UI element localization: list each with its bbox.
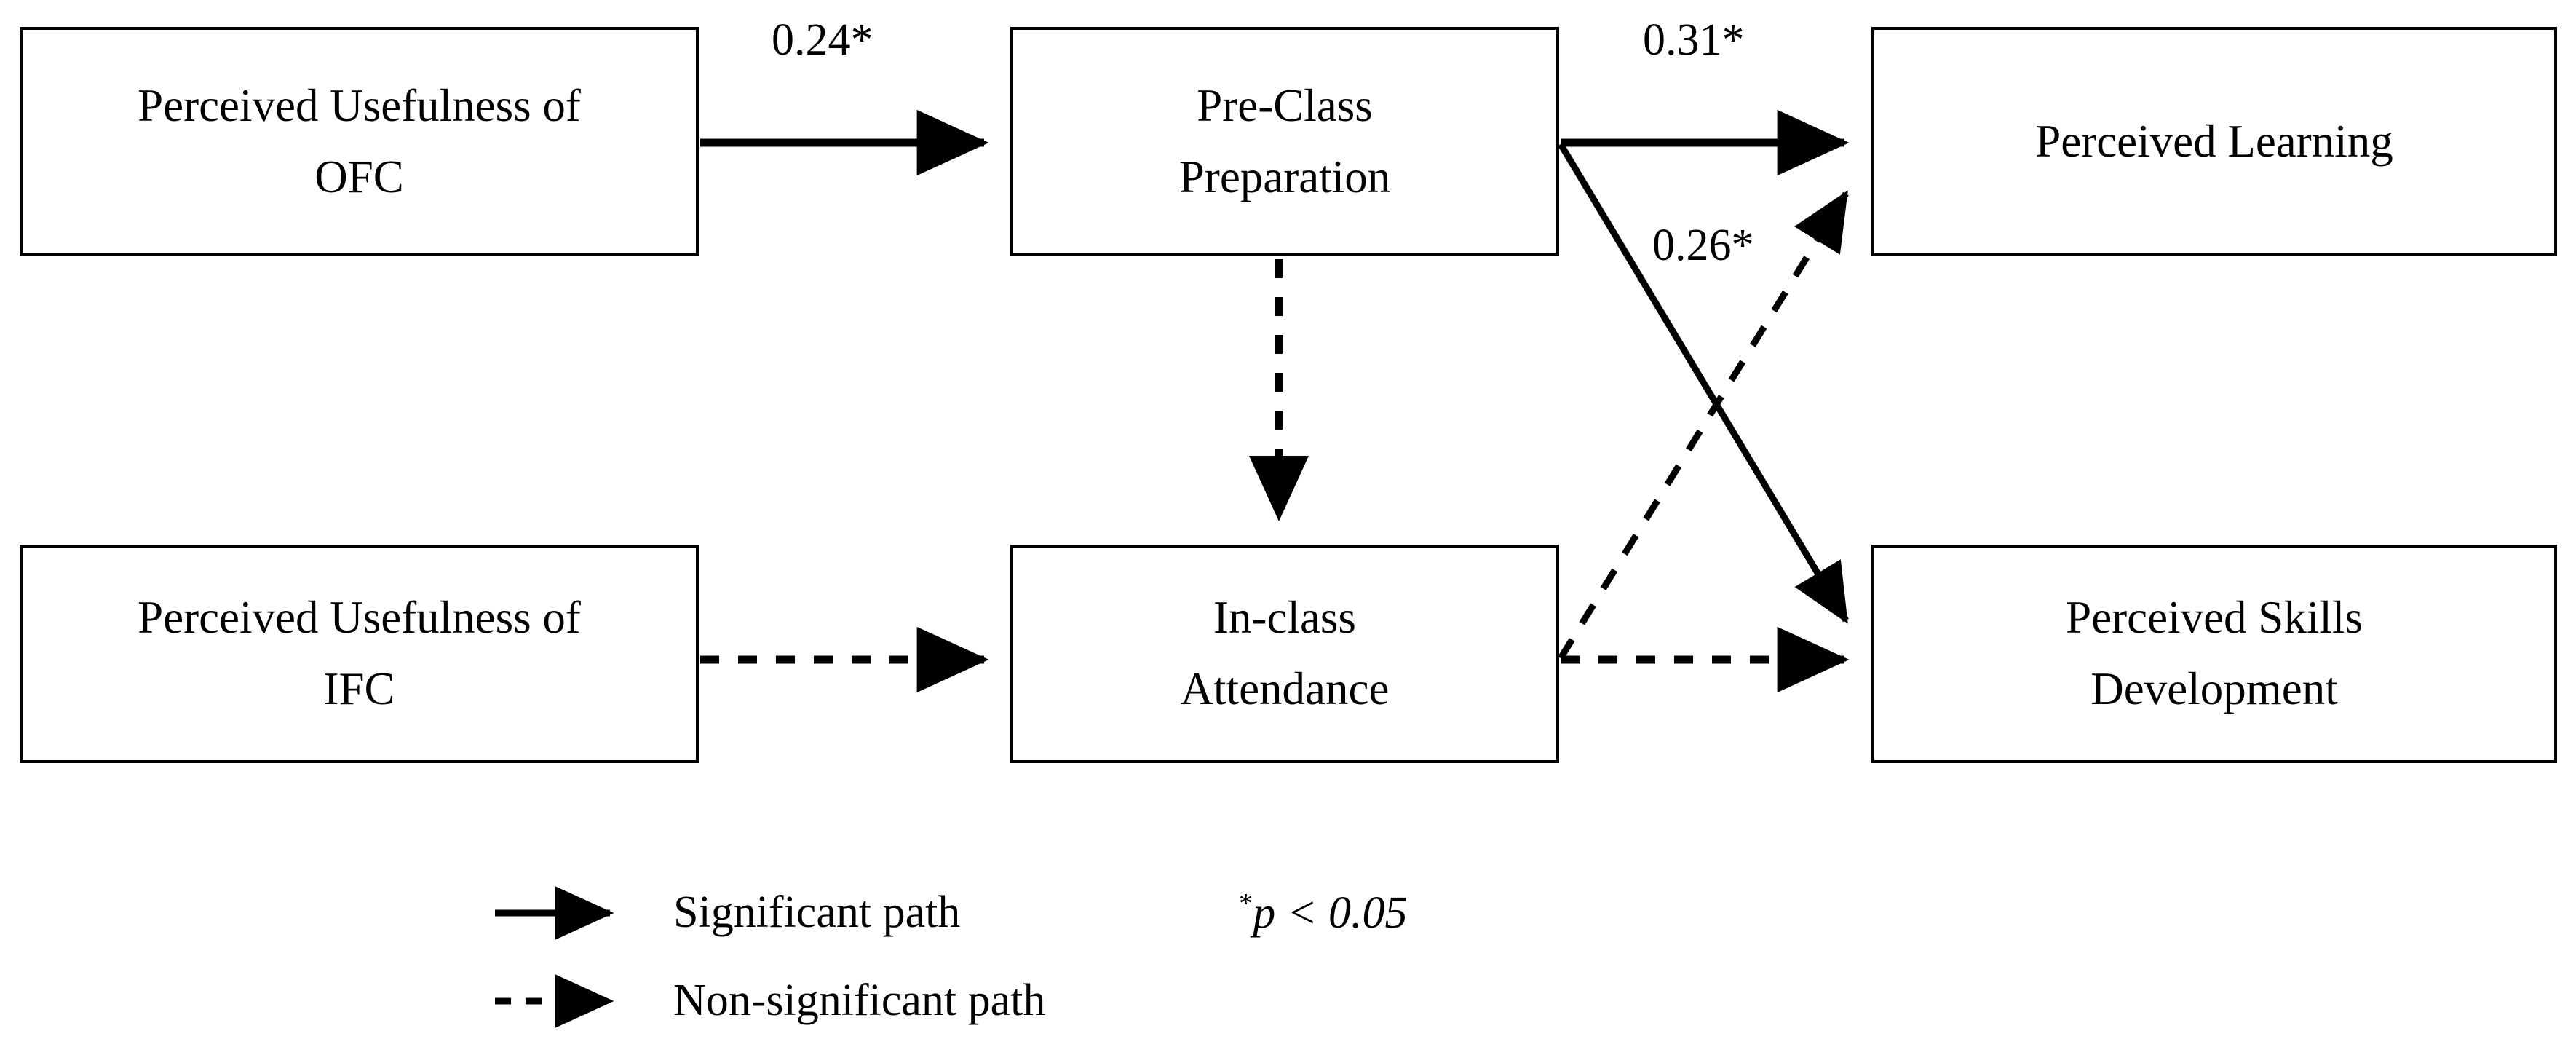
node-label-line-1: Perceived Usefulness of	[138, 592, 581, 644]
node-perceived-usefulness-ifc[interactable]: Perceived Usefulness of IFC	[20, 545, 699, 763]
node-perceived-usefulness-ofc[interactable]: Perceived Usefulness of OFC	[20, 27, 699, 256]
coefficient-preclass-to-learning: 0.31*	[1643, 15, 1745, 65]
node-pre-class-preparation[interactable]: Pre-Class Preparation	[1010, 27, 1559, 256]
coefficient-ofc-to-preclass: 0.24*	[772, 15, 873, 65]
node-label-line-1: Pre-Class	[1197, 79, 1373, 131]
legend-nonsignificant-path-label: Non-significant path	[673, 976, 1046, 1025]
node-label-line-2: Development	[2090, 663, 2338, 714]
node-label-line-1: Perceived Learning	[2035, 115, 2393, 167]
node-label-line-1: In-class	[1213, 592, 1356, 644]
node-perceived-learning[interactable]: Perceived Learning	[1871, 27, 2557, 256]
node-label-line-1: Perceived Skills	[2066, 592, 2363, 644]
legend-significance-note: *p < 0.05	[1239, 890, 1408, 936]
node-perceived-skills-development[interactable]: Perceived Skills Development	[1871, 545, 2557, 763]
significance-threshold: p < 0.05	[1253, 888, 1408, 939]
edge-preclass-to-skills	[1558, 142, 1849, 624]
legend-significant-path-label: Significant path	[673, 888, 961, 937]
node-label-line-2: IFC	[323, 663, 395, 714]
node-label-line-2: Attendance	[1180, 663, 1390, 714]
node-in-class-attendance[interactable]: In-class Attendance	[1010, 545, 1559, 763]
coefficient-preclass-to-skills: 0.26*	[1652, 221, 1754, 270]
node-label-line-1: Perceived Usefulness of	[138, 79, 581, 131]
node-label-line-2: OFC	[314, 151, 404, 202]
node-label-line-2: Preparation	[1178, 151, 1391, 202]
significance-star: *	[1239, 888, 1253, 919]
